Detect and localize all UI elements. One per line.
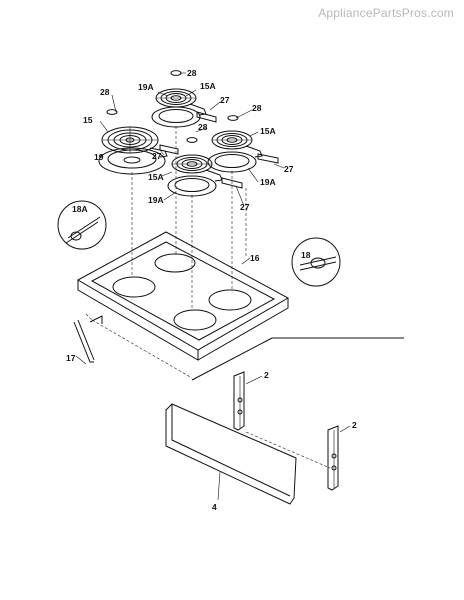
callout-15: 15 xyxy=(83,115,93,125)
callout-19: 19 xyxy=(94,152,104,162)
callout-15a-back: 15A xyxy=(200,81,216,91)
callout-18a: 18A xyxy=(72,204,88,214)
assembly-lines xyxy=(131,126,247,310)
callout-17: 17 xyxy=(66,353,76,363)
callout-2-right: 2 xyxy=(352,420,357,430)
callout-28-left: 28 xyxy=(100,87,110,97)
burner-element-right xyxy=(211,115,279,164)
callout-16: 16 xyxy=(250,253,260,263)
burner-element-front xyxy=(171,137,243,189)
drip-pan-front xyxy=(167,175,217,197)
watermark-text: AppliancePartsPros.com xyxy=(318,6,454,20)
panel-bracket-left xyxy=(233,371,245,431)
drip-pan-left xyxy=(98,147,166,175)
burner-element-back xyxy=(155,70,217,123)
callout-2-left: 2 xyxy=(264,370,269,380)
callout-labels: 28 28 19A 15A 27 28 15 28 15A 19 27 27 1… xyxy=(66,68,357,512)
callout-15a-right: 15A xyxy=(260,126,276,136)
leader-lines xyxy=(75,72,351,501)
cooktop-top xyxy=(76,231,290,361)
panel-bracket-right xyxy=(327,425,339,491)
section-lines xyxy=(91,319,404,381)
callout-28-top: 28 xyxy=(187,68,197,78)
callout-19a-front: 19A xyxy=(148,195,164,205)
detail-circle-18a xyxy=(57,200,107,250)
callout-27-right: 27 xyxy=(284,164,294,174)
support-bracket xyxy=(73,313,103,363)
drip-pan-back xyxy=(151,106,201,128)
callout-4: 4 xyxy=(212,502,217,512)
callout-19a-back: 19A xyxy=(138,82,154,92)
detail-circle-18 xyxy=(291,237,341,287)
callout-19a-right: 19A xyxy=(260,177,276,187)
callout-15a-front: 15A xyxy=(148,172,164,182)
callout-27-left: 27 xyxy=(152,151,162,161)
callout-28-right: 28 xyxy=(252,103,262,113)
callout-27-front: 27 xyxy=(240,202,250,212)
callout-28-center: 28 xyxy=(198,122,208,132)
callout-18: 18 xyxy=(301,250,311,260)
callout-27-back: 27 xyxy=(220,95,230,105)
front-panel xyxy=(165,403,331,505)
terminal-block-left xyxy=(159,144,179,155)
